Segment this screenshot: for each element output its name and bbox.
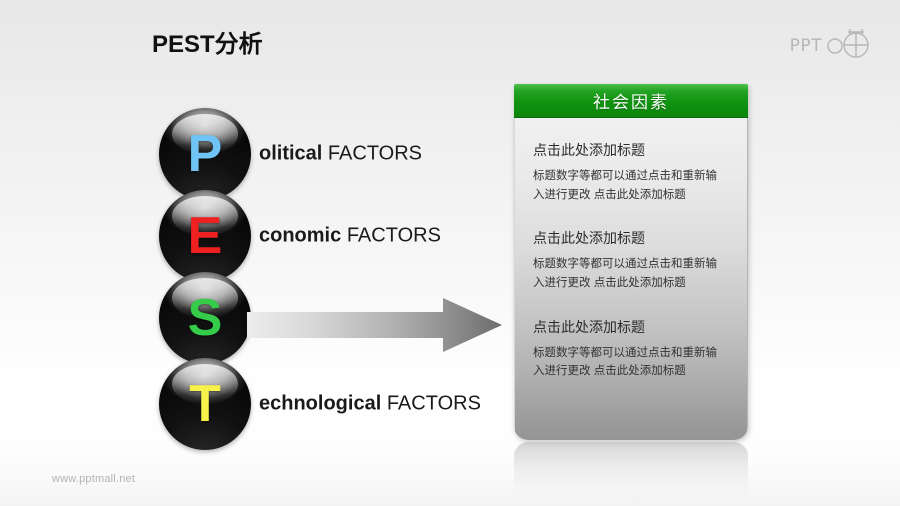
- pest-label-tail-political: FACTORS: [327, 142, 423, 165]
- sphere-economic: E: [159, 190, 251, 282]
- pest-row-technological[interactable]: T echnological FACTORS: [159, 358, 481, 450]
- block-text: 标题数字等都可以通过点击和重新输 入进行更改 点击此处添加标题: [533, 167, 731, 204]
- brand-logo: PPT: [790, 28, 872, 63]
- sphere-letter-e: E: [187, 207, 223, 265]
- pest-label-technological: echnological FACTORS: [259, 393, 481, 416]
- pest-row-economic[interactable]: E conomic FACTORS: [159, 190, 441, 282]
- panel-block[interactable]: 点击此处添加标题 标题数字等都可以通过点击和重新输 入进行更改 点击此处添加标题: [533, 317, 731, 381]
- panel-reflection: [514, 442, 748, 506]
- block-text-line: 标题数字等都可以通过点击和重新输: [533, 170, 717, 182]
- block-title: 点击此处添加标题: [533, 318, 645, 335]
- sphere-letter-p: P: [187, 125, 223, 183]
- sphere-letter-t: T: [189, 375, 221, 433]
- block-text-line: 入进行更改 点击此处添加标题: [533, 276, 686, 289]
- block-title: 点击此处添加标题: [533, 142, 645, 158]
- page-title: PEST分析: [152, 31, 263, 58]
- block-title: 点击此处添加标题: [533, 230, 645, 247]
- pest-label-tail-economic: FACTORS: [346, 224, 441, 247]
- pest-label-lead-technological: echnological: [259, 392, 382, 415]
- pest-row-social[interactable]: S: [159, 272, 251, 364]
- globe-crosshair-icon: [826, 28, 872, 63]
- block-text: 标题数字等都可以通过点击和重新输 入进行更改 点击此处添加标题: [533, 344, 731, 381]
- right-arrow-icon: [247, 296, 502, 354]
- pest-label-lead-economic: conomic: [259, 224, 342, 247]
- pest-label-economic: conomic FACTORS: [259, 225, 441, 248]
- block-text-line: 入进行更改 点击此处添加标题: [533, 365, 686, 378]
- block-text-line: 入进行更改 点击此处添加标题: [533, 188, 686, 201]
- block-text-line: 标题数字等都可以通过点击和重新输: [533, 346, 717, 359]
- sphere-social: S: [159, 272, 251, 364]
- sphere-letter-s: S: [187, 289, 223, 347]
- footer-watermark-url: www.pptmall.net: [52, 473, 136, 485]
- sphere-technological: T: [159, 358, 251, 450]
- logo-text: PPT: [789, 35, 822, 56]
- sphere-political: P: [159, 108, 251, 200]
- panel-block[interactable]: 点击此处添加标题 标题数字等都可以通过点击和重新输 入进行更改 点击此处添加标题: [533, 228, 731, 292]
- social-factors-panel: 社会因素 点击此处添加标题 标题数字等都可以通过点击和重新输 入进行更改 点击此…: [514, 84, 748, 440]
- pest-label-tail-technological: FACTORS: [386, 392, 481, 415]
- panel-header-title: 社会因素: [514, 84, 748, 118]
- pest-sphere-stack: P olitical FACTORS E conomic FACTORS S: [159, 108, 481, 454]
- panel-body: 点击此处添加标题 标题数字等都可以通过点击和重新输 入进行更改 点击此处添加标题…: [514, 118, 748, 440]
- block-text-line: 标题数字等都可以通过点击和重新输: [533, 258, 717, 271]
- block-text: 标题数字等都可以通过点击和重新输 入进行更改 点击此处添加标题: [533, 255, 731, 292]
- panel-block[interactable]: 点击此处添加标题 标题数字等都可以通过点击和重新输 入进行更改 点击此处添加标题: [533, 140, 731, 204]
- pest-label-political: olitical FACTORS: [259, 143, 422, 166]
- pest-row-political[interactable]: P olitical FACTORS: [159, 108, 422, 200]
- pest-label-lead-political: olitical: [259, 142, 323, 165]
